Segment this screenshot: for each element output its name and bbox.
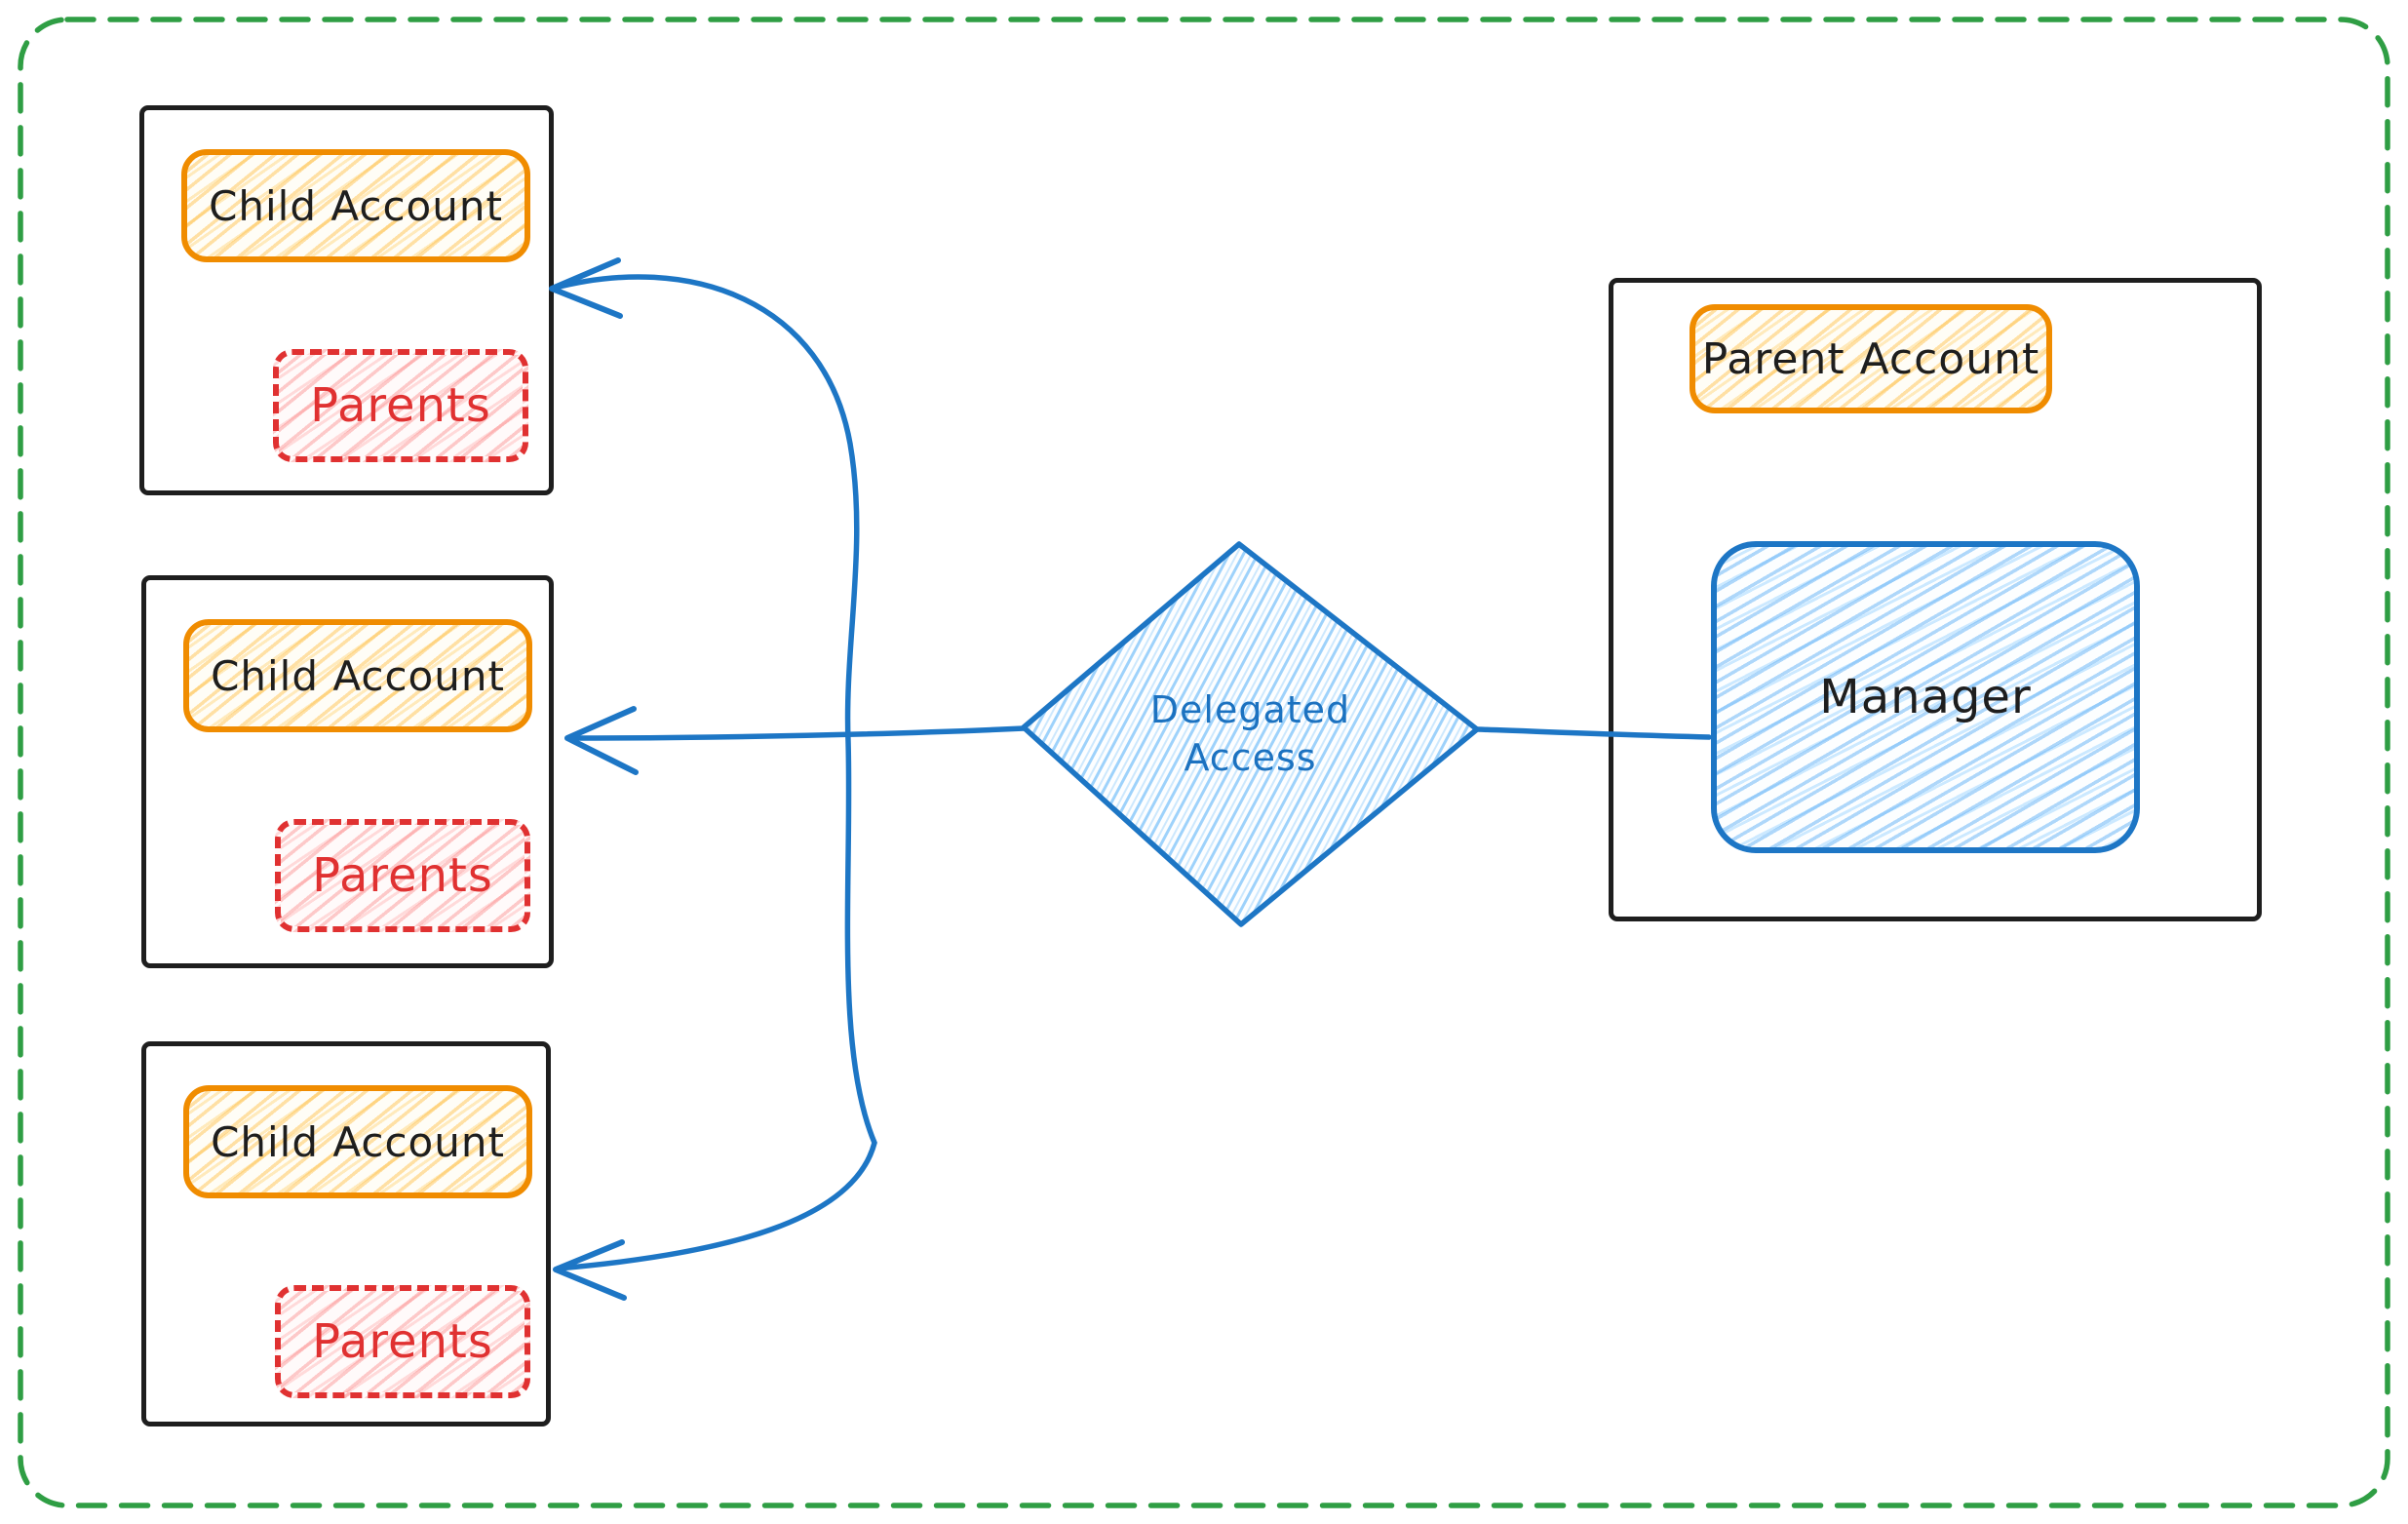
child-account-title-text: Child Account	[211, 1117, 505, 1166]
parents-badge: Parents	[275, 819, 530, 932]
child-account-box-2: Child Account Parents	[141, 575, 554, 968]
delegated-access-text: Delegated Access	[1149, 687, 1351, 779]
arrow-curve-child-1-to-child-3	[549, 274, 877, 1271]
child-account-label: Child Account	[181, 149, 530, 262]
parents-text: Parents	[310, 378, 491, 433]
arrowhead-child-3	[553, 1239, 627, 1301]
child-account-box-3: Child Account Parents	[141, 1041, 551, 1426]
arrowhead-child-1	[549, 257, 623, 319]
manager-box: Manager	[1711, 541, 2140, 853]
manager-text: Manager	[1819, 670, 2032, 724]
parent-account-box: Parent Account Manager	[1609, 278, 2262, 921]
child-account-label: Child Account	[183, 1085, 532, 1198]
parents-badge: Parents	[275, 1285, 530, 1398]
arrow-diamond-to-child-2	[568, 725, 1027, 741]
parents-text: Parents	[312, 848, 493, 903]
child-account-label: Child Account	[183, 619, 532, 732]
delegated-access-label: Delegated Access	[1121, 671, 1379, 798]
parents-badge: Parents	[273, 349, 528, 462]
child-account-title-text: Child Account	[211, 651, 505, 700]
parent-account-title-text: Parent Account	[1701, 333, 2040, 384]
parent-account-label: Parent Account	[1689, 304, 2052, 413]
parents-text: Parents	[312, 1314, 493, 1369]
child-account-box-1: Child Account Parents	[139, 105, 554, 495]
child-account-title-text: Child Account	[209, 181, 503, 230]
arrowhead-child-2	[564, 706, 639, 775]
